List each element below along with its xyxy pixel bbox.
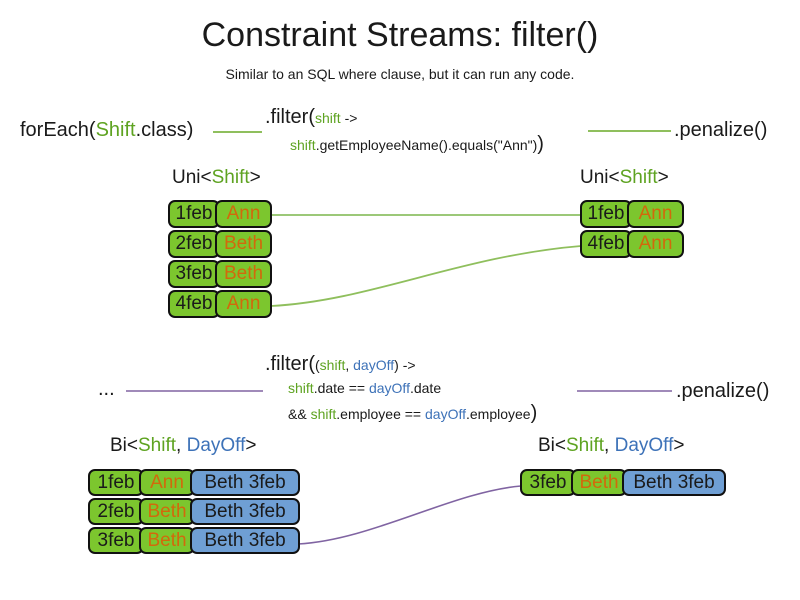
filter1-line2: shift.getEmployeeName().equals("Ann")) bbox=[265, 133, 544, 156]
label-text: > bbox=[249, 167, 261, 188]
table-row: 4feb Ann bbox=[580, 230, 684, 258]
shift-param-token: shift bbox=[290, 137, 316, 153]
date-cell: 3feb bbox=[520, 469, 576, 496]
shift-type-token: Shift bbox=[95, 119, 136, 141]
filter2-line1: .filter((shift, dayOff) -> bbox=[265, 353, 537, 376]
uni-left-table: 1feb Ann 2feb Beth 3feb Beth 4feb Ann bbox=[168, 200, 272, 320]
label-text: Uni< bbox=[172, 167, 212, 188]
label-text: Bi< bbox=[538, 435, 566, 456]
date-cell: 4feb bbox=[168, 290, 220, 318]
penalize1-code: .penalize() bbox=[674, 119, 768, 141]
shift-type-token: Shift bbox=[138, 435, 177, 456]
filter2-line3: && shift.employee == dayOff.employee) bbox=[265, 402, 537, 425]
name-cell: Ann bbox=[627, 200, 684, 228]
dayoff-param-token: dayOff bbox=[425, 406, 466, 422]
date-cell: 4feb bbox=[580, 230, 632, 258]
foreach-code: forEach(Shift.class) bbox=[20, 119, 193, 142]
dayoff-cell: Beth 3feb bbox=[190, 527, 300, 554]
date-cell: 3feb bbox=[168, 260, 220, 288]
name-cell: Ann bbox=[215, 200, 272, 228]
name-cell: Beth bbox=[571, 469, 627, 496]
code-text: .date bbox=[409, 380, 442, 396]
name-cell: Beth bbox=[215, 230, 272, 258]
bi-shift-dayoff-label-right: Bi<Shift, DayOff> bbox=[538, 435, 684, 457]
page-title: Constraint Streams: filter() bbox=[201, 16, 599, 54]
table-row: 4feb Ann bbox=[168, 290, 272, 318]
penalize2-code: .penalize() bbox=[676, 380, 770, 402]
shift-param-token: shift bbox=[319, 357, 346, 373]
dayoff-cell: Beth 3feb bbox=[622, 469, 726, 496]
row-3feb-connector bbox=[297, 485, 522, 545]
bi-shift-dayoff-label-left: Bi<Shift, DayOff> bbox=[110, 435, 256, 457]
date-cell: 2feb bbox=[168, 230, 220, 258]
bi-right-table: 3feb Beth Beth 3feb bbox=[520, 469, 726, 498]
shift-param-token: shift bbox=[315, 110, 341, 126]
uni-shift-label-left: Uni<Shift> bbox=[172, 167, 261, 189]
code-text: .getEmployeeName().equals("Ann") bbox=[315, 137, 538, 153]
shift-type-token: Shift bbox=[619, 167, 658, 188]
code-text: .date == bbox=[313, 380, 369, 396]
table-row: 3feb Beth Beth 3feb bbox=[520, 469, 726, 496]
dayoff-cell: Beth 3feb bbox=[190, 498, 300, 525]
shift-param-token: shift bbox=[310, 406, 337, 422]
label-text: Bi< bbox=[110, 435, 138, 456]
dayoff-type-token: DayOff bbox=[614, 435, 674, 456]
table-row: 2feb Beth bbox=[168, 230, 272, 258]
code-text: && bbox=[288, 406, 311, 422]
name-cell: Beth bbox=[139, 527, 195, 554]
code-text: .filter( bbox=[265, 353, 315, 375]
shift-type-token: Shift bbox=[211, 167, 250, 188]
dayoff-param-token: dayOff bbox=[368, 380, 410, 396]
name-cell: Ann bbox=[215, 290, 272, 318]
stream-ellipsis: ... bbox=[98, 378, 115, 400]
date-cell: 1feb bbox=[580, 200, 632, 228]
table-row: 2feb Beth Beth 3feb bbox=[88, 498, 300, 525]
name-cell: Ann bbox=[627, 230, 684, 258]
label-text: > bbox=[673, 435, 685, 456]
uni-shift-label-right: Uni<Shift> bbox=[580, 167, 669, 189]
filter2-code: .filter((shift, dayOff) -> shift.date ==… bbox=[265, 353, 537, 425]
date-cell: 1feb bbox=[168, 200, 220, 228]
shift-type-token: Shift bbox=[566, 435, 605, 456]
name-cell: Beth bbox=[139, 498, 195, 525]
label-text: Uni< bbox=[580, 167, 620, 188]
close-paren-token: ) bbox=[537, 133, 544, 155]
code-text: ) bbox=[394, 357, 399, 373]
label-text: , bbox=[176, 435, 187, 456]
arrow-token: -> bbox=[340, 110, 358, 126]
arrow-token: -> bbox=[398, 357, 416, 373]
shift-param-token: shift bbox=[288, 380, 314, 396]
code-text: , bbox=[345, 357, 354, 373]
table-row: 1feb Ann bbox=[580, 200, 684, 228]
dayoff-type-token: DayOff bbox=[186, 435, 246, 456]
code-text: .class) bbox=[135, 119, 194, 141]
close-paren-token: ) bbox=[530, 402, 538, 424]
date-cell: 2feb bbox=[88, 498, 144, 525]
code-text: ( bbox=[315, 357, 320, 373]
label-text: > bbox=[657, 167, 669, 188]
code-text: forEach( bbox=[20, 119, 96, 141]
table-row: 3feb Beth bbox=[168, 260, 272, 288]
dayoff-param-token: dayOff bbox=[353, 357, 395, 373]
date-cell: 3feb bbox=[88, 527, 144, 554]
name-cell: Ann bbox=[139, 469, 195, 496]
label-text: > bbox=[245, 435, 257, 456]
code-text: .filter( bbox=[265, 106, 315, 128]
filter2-line2: shift.date == dayOff.date bbox=[265, 380, 537, 398]
bi-left-table: 1feb Ann Beth 3feb 2feb Beth Beth 3feb 3… bbox=[88, 469, 300, 556]
filter1-code: .filter(shift -> shift.getEmployeeName()… bbox=[265, 106, 544, 156]
code-text: .employee == bbox=[336, 406, 425, 422]
table-row: 1feb Ann bbox=[168, 200, 272, 228]
label-text: , bbox=[604, 435, 615, 456]
name-cell: Beth bbox=[215, 260, 272, 288]
code-text: .employee bbox=[466, 406, 531, 422]
table-row: 1feb Ann Beth 3feb bbox=[88, 469, 300, 496]
uni-right-table: 1feb Ann 4feb Ann bbox=[580, 200, 684, 260]
date-cell: 1feb bbox=[88, 469, 144, 496]
dayoff-cell: Beth 3feb bbox=[190, 469, 300, 496]
page-subtitle: Similar to an SQL where clause, but it c… bbox=[225, 66, 575, 82]
table-row: 3feb Beth Beth 3feb bbox=[88, 527, 300, 554]
row-4feb-connector bbox=[270, 245, 582, 307]
filter1-line1: .filter(shift -> bbox=[265, 106, 544, 129]
